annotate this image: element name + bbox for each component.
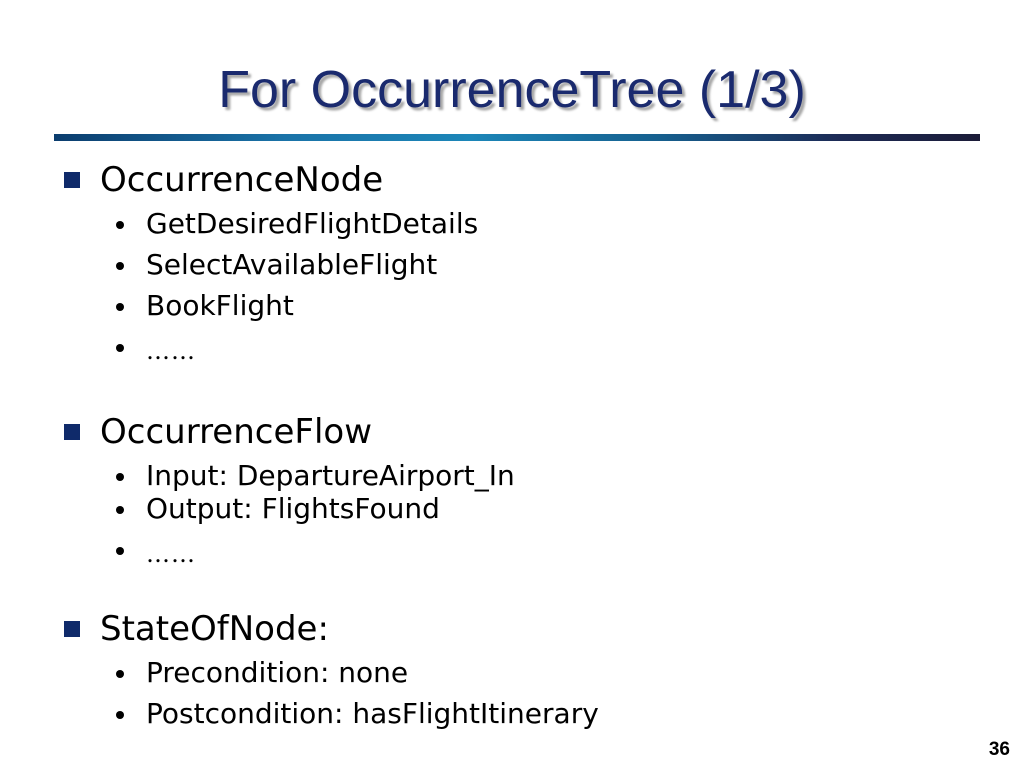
list-item: BookFlight bbox=[116, 289, 294, 323]
list-item: GetDesiredFlightDetails bbox=[116, 207, 479, 241]
round-bullet-icon bbox=[116, 547, 124, 555]
list-item-label: Input: DepartureAirport_In bbox=[146, 459, 515, 492]
section-heading-occurrencenode: OccurrenceNode bbox=[64, 160, 384, 200]
list-item-label: Postcondition: hasFlightItinerary bbox=[146, 697, 599, 730]
list-item-label: Precondition: none bbox=[146, 656, 409, 689]
round-bullet-icon bbox=[116, 344, 124, 352]
list-item-label: SelectAvailableFlight bbox=[146, 248, 438, 281]
list-item: SelectAvailableFlight bbox=[116, 248, 438, 282]
section-heading-stateofnode: StateOfNode: bbox=[64, 609, 329, 649]
round-bullet-icon bbox=[116, 506, 124, 514]
round-bullet-icon bbox=[116, 303, 124, 311]
list-item: Postcondition: hasFlightItinerary bbox=[116, 697, 599, 731]
list-item: Precondition: none bbox=[116, 656, 409, 690]
list-item: Output: FlightsFound bbox=[116, 492, 440, 526]
section-heading-label: StateOfNode: bbox=[100, 609, 329, 649]
list-item-label: Output: FlightsFound bbox=[146, 492, 440, 525]
round-bullet-icon bbox=[116, 221, 124, 229]
list-item-label: GetDesiredFlightDetails bbox=[146, 207, 479, 240]
round-bullet-icon bbox=[116, 711, 124, 719]
list-item-label: …… bbox=[146, 540, 196, 568]
square-bullet-icon bbox=[64, 424, 80, 440]
round-bullet-icon bbox=[116, 473, 124, 481]
list-item: …… bbox=[116, 537, 196, 571]
section-heading-occurrenceflow: OccurrenceFlow bbox=[64, 412, 372, 452]
title-divider bbox=[54, 134, 980, 141]
list-item: …… bbox=[116, 334, 196, 368]
round-bullet-icon bbox=[116, 262, 124, 270]
round-bullet-icon bbox=[116, 670, 124, 678]
list-item-label: BookFlight bbox=[146, 289, 294, 322]
list-item-label: …… bbox=[146, 337, 196, 365]
square-bullet-icon bbox=[64, 172, 80, 188]
page-number: 36 bbox=[988, 739, 1010, 760]
square-bullet-icon bbox=[64, 621, 80, 637]
section-heading-label: OccurrenceNode bbox=[100, 160, 384, 200]
list-item: Input: DepartureAirport_In bbox=[116, 459, 515, 493]
section-heading-label: OccurrenceFlow bbox=[100, 412, 372, 452]
slide-title: For OccurrenceTree (1/3) bbox=[218, 61, 806, 119]
